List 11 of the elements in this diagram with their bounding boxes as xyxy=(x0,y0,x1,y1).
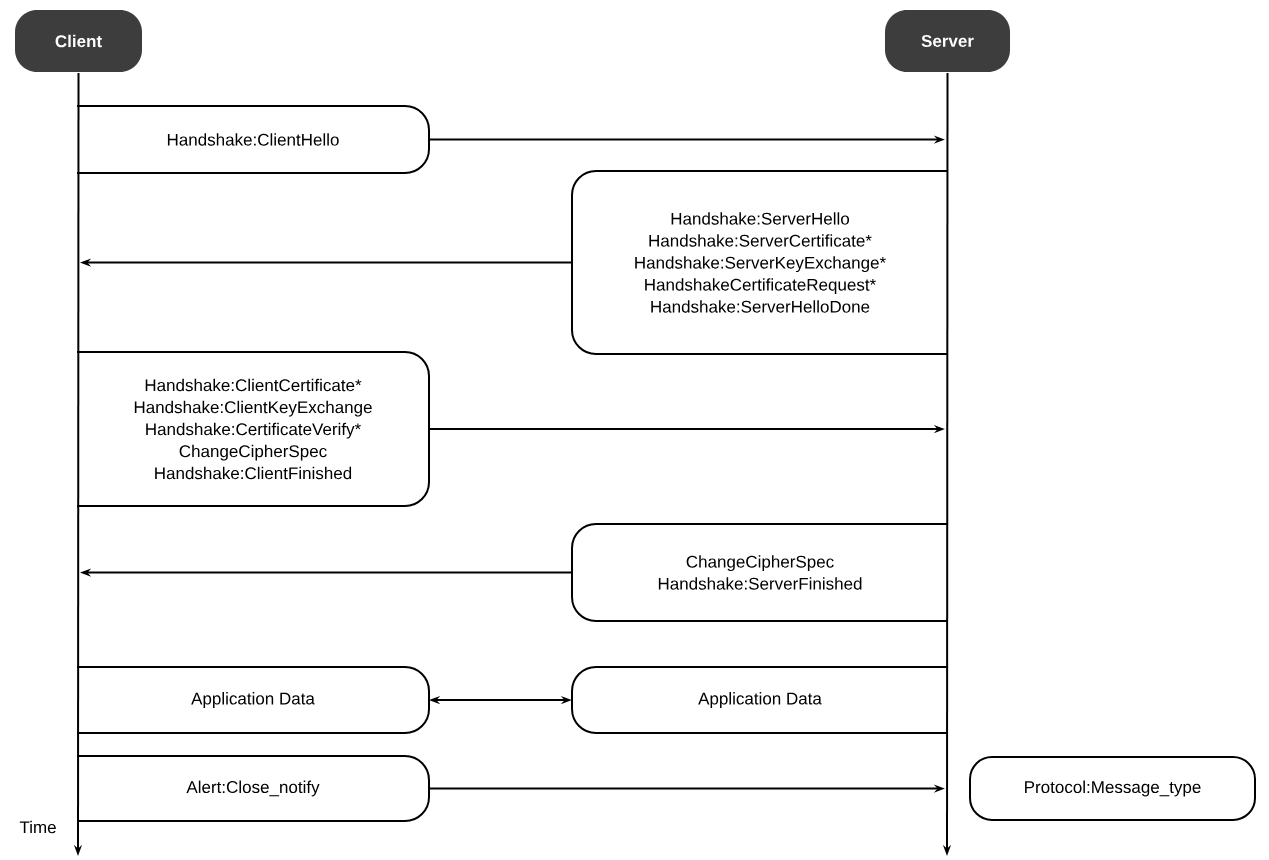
message-box: Handshake:ServerHello Handshake:ServerCertificate* Handshake:ServerKeyExchange* HandshakeCertificateRequest* Handshake:ServerHelloDone xyxy=(571,170,949,355)
message-box: Application Data xyxy=(76,666,430,734)
message-box: Handshake:ClientHello xyxy=(76,105,430,174)
message-box: Handshake:ClientCertificate* Handshake:ClientKeyExchange Handshake:CertificateVerify* ChangeCipherSpec Handshake:ClientFinished xyxy=(76,351,430,507)
message-box: Alert:Close_notify xyxy=(76,755,430,822)
participant-box: Client xyxy=(15,10,142,72)
legend-box: Protocol:Message_type xyxy=(969,756,1256,821)
message-box: Application Data xyxy=(571,666,949,734)
participant-box: Server xyxy=(885,10,1010,72)
axis-label: Time xyxy=(19,820,56,834)
message-box: ChangeCipherSpec Handshake:ServerFinished xyxy=(571,523,949,622)
